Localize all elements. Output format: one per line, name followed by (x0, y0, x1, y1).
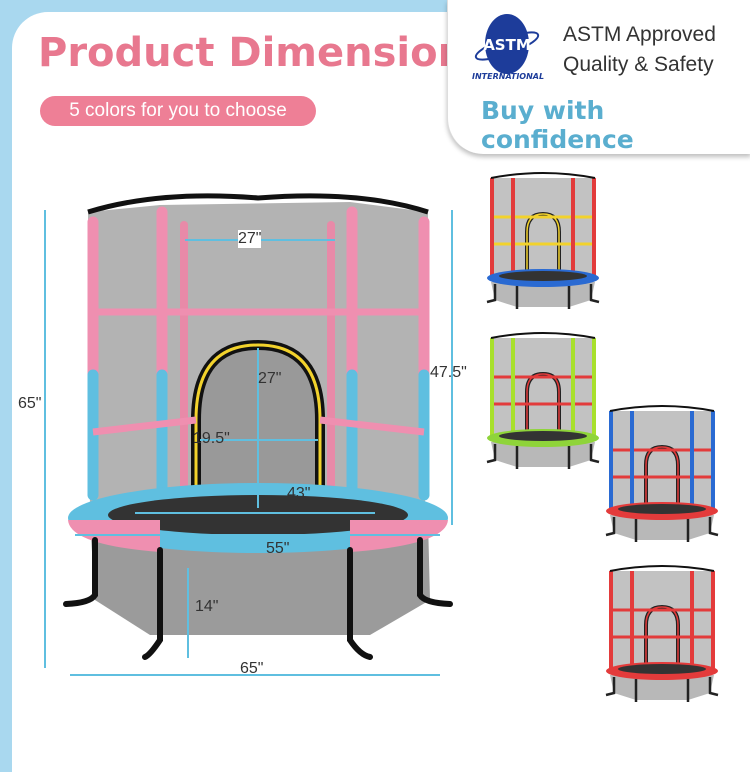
variant-blue-red[interactable] (605, 405, 719, 542)
variant-blue-yellow-red[interactable] (486, 172, 600, 309)
dim-top-width: 27" (238, 230, 262, 248)
dim-base-width: 65" (240, 660, 264, 677)
dim-mat-diameter: 43" (287, 485, 311, 502)
dim-total-height: 65" (18, 395, 42, 412)
page-title: Product Dimension (38, 30, 467, 76)
astm-caption: INTERNATIONAL (472, 72, 545, 81)
astm-line1: ASTM Approved (563, 23, 716, 46)
variant-green[interactable] (486, 332, 600, 469)
dim-net-height: 47.5" (430, 364, 467, 381)
color-variants (486, 172, 719, 702)
dim-door-height: 27" (258, 370, 282, 387)
main-trampoline (44, 193, 453, 676)
astm-logo-icon: ASTM (474, 14, 540, 74)
dim-leg-height: 14" (195, 598, 219, 615)
variant-red[interactable] (605, 565, 719, 702)
colors-badge: 5 colors for you to choose (40, 96, 316, 126)
dim-frame-diameter: 55" (266, 540, 290, 557)
dim-door-width: 19.5" (193, 430, 230, 447)
astm-logo-text: ASTM (483, 36, 531, 54)
astm-line2: Quality & Safety (563, 53, 714, 76)
tagline: Buy with confidence (481, 96, 634, 154)
